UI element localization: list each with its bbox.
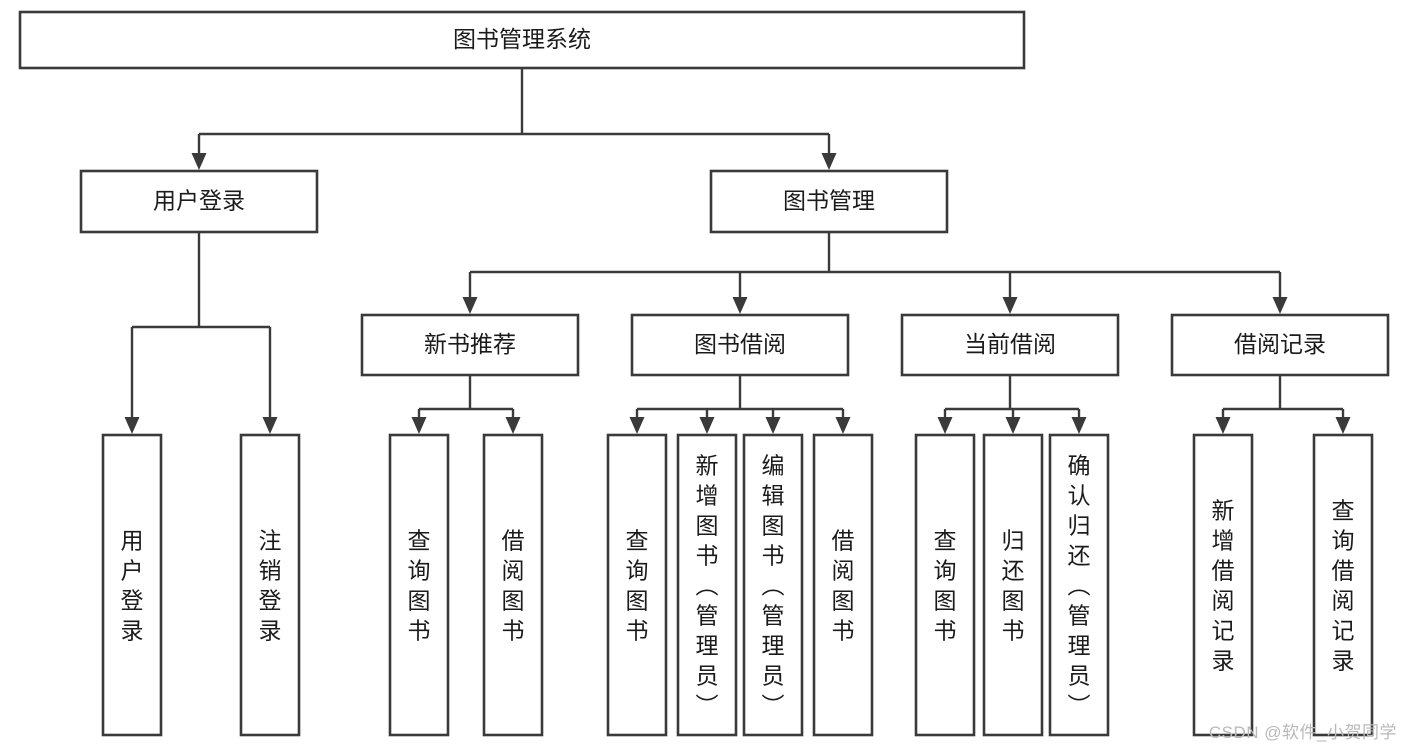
node-label-query-book-1: 查询图书 [408,527,431,643]
node-label-user-login-do: 用户登录 [121,527,144,643]
node-box-new-book-rec [360,313,580,377]
arrow-head-icon [1335,417,1351,434]
node-user-login-do[interactable]: 用户登录 [101,433,163,737]
arrow-head-icon [629,417,645,434]
node-box-borrow-book-2 [812,433,874,737]
node-label-query-book-3: 查询图书 [934,527,957,643]
node-box-book-borrow [630,313,850,377]
node-label-user-login: 用户登录 [153,188,245,214]
arrow-head-icon [1272,297,1288,314]
node-label-new-book-rec: 新书推荐 [424,331,516,357]
node-box-book-manage [709,169,949,234]
arrow-head-icon [732,297,748,314]
node-book-borrow[interactable]: 图书借阅 [630,313,850,377]
node-label-book-manage: 图书管理 [783,188,875,214]
node-label-borrow-book-2: 借阅图书 [832,527,855,643]
node-box-user-login [79,169,319,234]
node-box-borrow-book-1 [482,433,544,737]
node-box-add-borrow-record [1192,433,1254,737]
arrow-head-icon [1215,417,1231,434]
node-book-manage[interactable]: 图书管理 [709,169,949,234]
node-box-borrow-record [1170,313,1390,377]
node-label-return-book: 归还图书 [1002,527,1025,643]
node-box-query-book-1 [388,433,450,737]
arrow-head-icon [1002,297,1018,314]
node-label-root: 图书管理系统 [453,26,591,52]
arrow-head-icon [124,417,140,434]
node-layer: 图书管理系统用户登录用户登录注销登录图书管理新书推荐查询图书借阅图书图书借阅查询… [18,10,1390,737]
arrow-head-icon [765,417,781,434]
node-query-book-1[interactable]: 查询图书 [388,433,450,737]
node-borrow-book-1[interactable]: 借阅图书 [482,433,544,737]
node-add-book[interactable]: 新增图书︵管理员︶ [676,433,738,737]
node-current-borrow[interactable]: 当前借阅 [900,313,1120,377]
arrow-head-icon [462,297,478,314]
arrow-head-icon [505,417,521,434]
arrow-head-icon [821,153,837,170]
node-box-current-borrow [900,313,1120,377]
arrow-head-icon [937,417,953,434]
connector-layer [124,68,1351,434]
node-label-add-book: 新增图书︵管理员︶ [696,452,719,718]
arrow-head-icon [835,417,851,434]
node-label-borrow-record: 借阅记录 [1234,331,1326,357]
node-box-user-login-do [101,433,163,737]
arrow-head-icon [1005,417,1021,434]
arrow-head-icon [699,417,715,434]
node-box-query-book-2 [606,433,668,737]
node-return-book[interactable]: 归还图书 [982,433,1044,737]
node-new-book-rec[interactable]: 新书推荐 [360,313,580,377]
node-confirm-return[interactable]: 确认归还︵管理员︶ [1048,433,1110,737]
node-label-confirm-return: 确认归还︵管理员︶ [1068,452,1091,718]
node-box-add-book [676,433,738,737]
node-box-return-book [982,433,1044,737]
node-user-logout[interactable]: 注销登录 [239,433,301,737]
node-box-edit-book [742,433,804,737]
node-label-edit-book: 编辑图书︵管理员︶ [762,452,785,718]
node-label-current-borrow: 当前借阅 [964,331,1056,357]
node-box-query-book-3 [914,433,976,737]
node-edit-book[interactable]: 编辑图书︵管理员︶ [742,433,804,737]
node-add-borrow-record[interactable]: 新增借阅记录 [1192,433,1254,737]
arrow-head-icon [1071,417,1087,434]
node-query-book-3[interactable]: 查询图书 [914,433,976,737]
node-label-borrow-book-1: 借阅图书 [502,527,525,643]
node-box-root [18,10,1026,70]
node-label-query-book-2: 查询图书 [626,527,649,643]
node-borrow-book-2[interactable]: 借阅图书 [812,433,874,737]
node-box-user-logout [239,433,301,737]
node-borrow-record[interactable]: 借阅记录 [1170,313,1390,377]
node-label-user-logout: 注销登录 [259,527,282,643]
node-label-add-borrow-record: 新增借阅记录 [1212,497,1235,673]
node-root[interactable]: 图书管理系统 [18,10,1026,70]
arrow-head-icon [191,153,207,170]
node-box-query-borrow-record [1312,433,1374,737]
node-user-login[interactable]: 用户登录 [79,169,319,234]
node-box-confirm-return [1048,433,1110,737]
arrow-head-icon [262,417,278,434]
node-query-borrow-record[interactable]: 查询借阅记录 [1312,433,1374,737]
node-query-book-2[interactable]: 查询图书 [606,433,668,737]
arrow-head-icon [411,417,427,434]
node-label-book-borrow: 图书借阅 [694,331,786,357]
node-label-query-borrow-record: 查询借阅记录 [1332,497,1355,673]
